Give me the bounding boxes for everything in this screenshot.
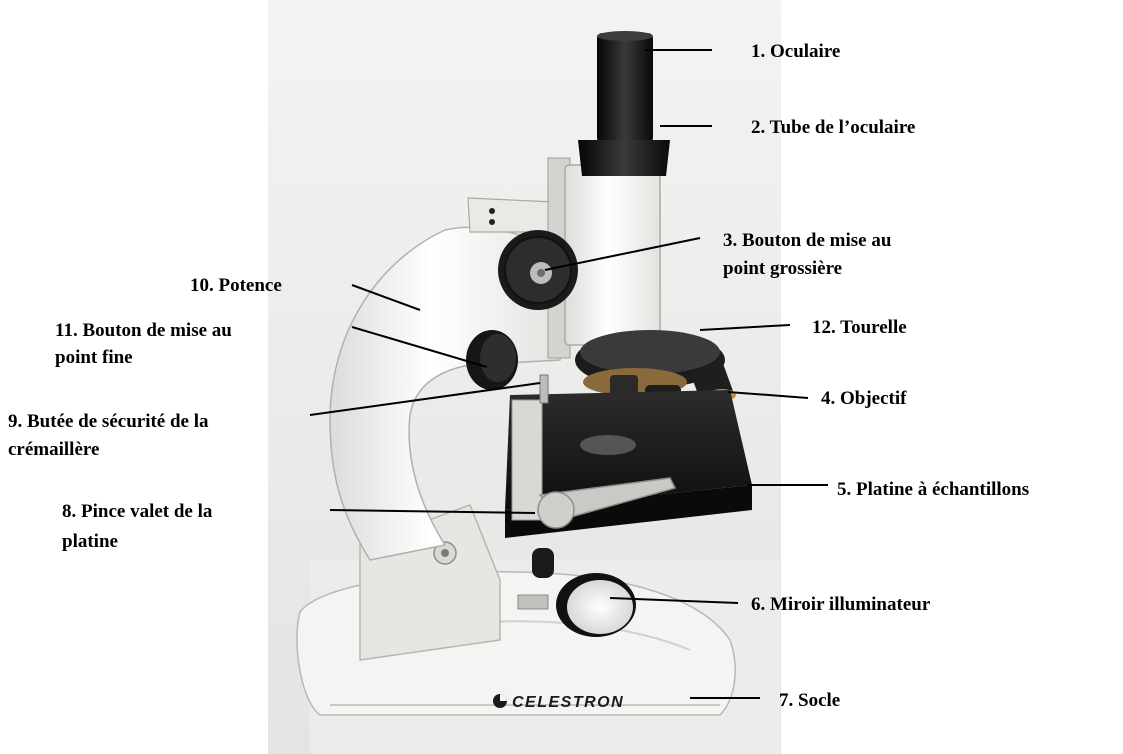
label-socle: 7. Socle	[779, 690, 841, 711]
body-tube	[547, 157, 661, 359]
label-miroir: 6. Miroir illuminateur	[751, 594, 931, 615]
label-butee-line1: 9. Butée de sécurité de la	[8, 411, 209, 432]
brand-text: CELESTRON	[512, 694, 624, 711]
stage-clip	[537, 477, 677, 529]
leader-tourelle	[699, 324, 791, 331]
label-tube: 2. Tube de l’oculaire	[751, 117, 916, 138]
label-oculaire: 1. Oculaire	[751, 41, 841, 62]
label-potence: 10. Potence	[190, 275, 282, 296]
eyepiece	[578, 31, 670, 176]
label-fine-focus-line2: point fine	[55, 347, 133, 368]
label-coarse-focus-line2: point grossière	[723, 258, 843, 279]
leader-lines	[309, 49, 828, 699]
label-objectif: 4. Objectif	[821, 388, 907, 409]
label-platine: 5. Platine à échantillons	[837, 479, 1030, 500]
leader-miroir	[609, 597, 739, 604]
leader-coarse-focus	[544, 237, 701, 271]
leader-potence	[351, 284, 421, 311]
label-pince-line1: 8. Pince valet de la	[62, 501, 213, 522]
leader-objectif	[727, 391, 809, 399]
label-tourelle: 12. Tourelle	[812, 317, 907, 338]
leader-fine-focus	[351, 326, 488, 368]
coarse-focus-knob	[498, 230, 578, 310]
brand-logo: CELESTRON	[493, 694, 624, 711]
label-coarse-focus-line1: 3. Bouton de mise au	[723, 230, 892, 251]
fine-focus-knob	[466, 330, 518, 390]
label-pince-line2: platine	[62, 531, 118, 552]
nosepiece	[575, 330, 725, 396]
label-butee-line2: crémaillère	[8, 439, 100, 460]
rack-stop	[539, 374, 549, 404]
illuminator-mirror	[517, 548, 636, 637]
leader-butee	[309, 382, 541, 416]
label-fine-focus-line1: 11. Bouton de mise au	[55, 320, 232, 341]
leader-pince	[329, 509, 536, 514]
